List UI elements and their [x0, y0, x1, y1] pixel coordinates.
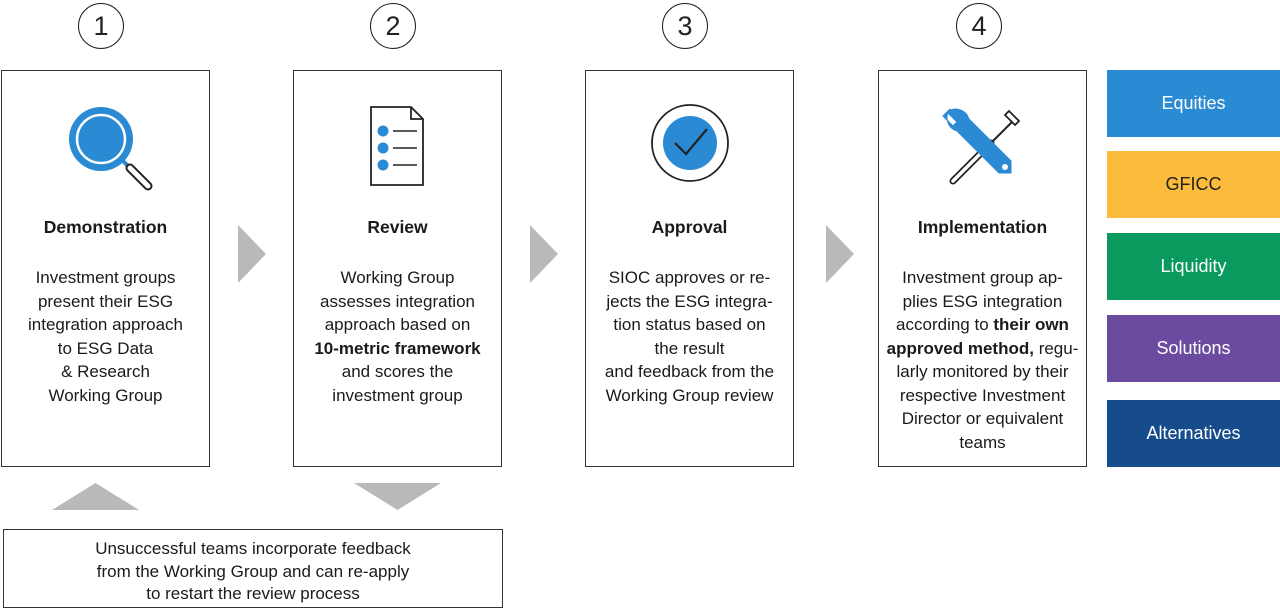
step-number-3: 3	[662, 3, 708, 49]
step-description: Investment group ap- plies ESG integrati…	[886, 268, 1079, 452]
step-title: Approval	[651, 217, 728, 237]
asset-class-solutions: Solutions	[1107, 315, 1280, 382]
flow-arrow-down	[354, 483, 441, 510]
step-title: Implementation	[917, 217, 1048, 237]
step-description: SIOC approves or re- jects the ESG integ…	[604, 268, 775, 405]
step-description: Working Group assesses integration appro…	[314, 268, 481, 405]
step-number-1: 1	[78, 3, 124, 49]
wrench-screwdriver-icon	[879, 101, 1086, 191]
step-description: Investment groups present their ESG inte…	[27, 268, 183, 405]
step-number-4: 4	[956, 3, 1002, 49]
asset-class-equities: Equities	[1107, 70, 1280, 137]
step-title: Demonstration	[43, 217, 168, 237]
flow-arrow-right	[238, 225, 266, 283]
step-number-2: 2	[370, 3, 416, 49]
asset-class-alternatives: Alternatives	[1107, 400, 1280, 467]
step-box-implementation: Implementation Investment group ap- plie…	[878, 70, 1087, 467]
flow-arrow-right	[826, 225, 854, 283]
asset-class-liquidity: Liquidity	[1107, 233, 1280, 300]
asset-class-gficc: GFICC	[1107, 151, 1280, 218]
magnifying-glass-icon	[2, 101, 209, 191]
step-box-review: Review Working Group assesses integratio…	[293, 70, 502, 467]
flow-arrow-right	[530, 225, 558, 283]
check-circle-icon	[586, 101, 793, 191]
step-title: Review	[367, 217, 428, 237]
flow-arrow-up	[52, 483, 139, 510]
step-box-demonstration: Demonstration Investment groups present …	[1, 70, 210, 467]
step-box-approval: Approval SIOC approves or re- jects the …	[585, 70, 794, 467]
feedback-box: Unsuccessful teams incorporate feedback …	[3, 529, 503, 608]
checklist-document-icon	[294, 101, 501, 191]
